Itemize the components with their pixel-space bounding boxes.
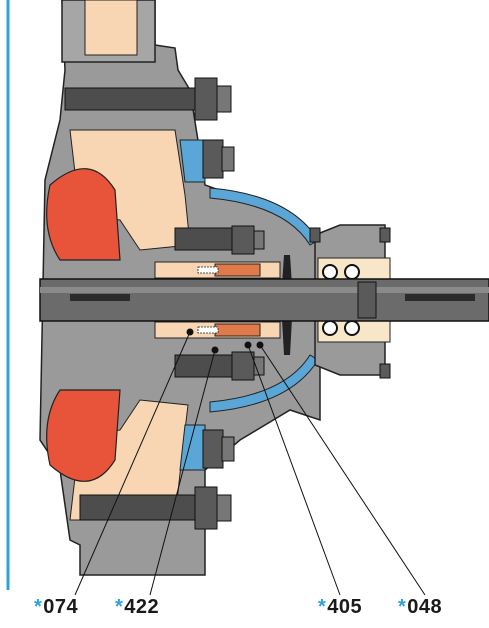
leader-line-074 xyxy=(74,331,191,596)
seal-gland-dome-lower xyxy=(209,354,319,413)
callout-star: * xyxy=(318,596,327,618)
impeller-upper xyxy=(46,168,121,261)
bearing-ball-3 xyxy=(322,320,338,336)
bottom-bolt-thread xyxy=(216,494,232,522)
seal-spring-lower xyxy=(197,326,219,334)
leader-line-405 xyxy=(247,344,341,596)
seal-ring-upper xyxy=(214,263,261,277)
callout-074: *074 xyxy=(34,597,78,617)
gland-bolt-upper-nut xyxy=(231,225,255,255)
callout-star: * xyxy=(34,596,43,618)
blue-ring-upper xyxy=(179,139,206,183)
blue-ring-lower xyxy=(179,424,206,471)
lower-nut-thread xyxy=(221,436,235,462)
callout-code: 074 xyxy=(43,596,79,618)
callout-422: *422 xyxy=(115,597,159,617)
grease-nipple xyxy=(309,227,321,243)
bearing-ball-4 xyxy=(344,320,360,336)
callout-star: * xyxy=(115,596,124,618)
callout-code: 048 xyxy=(407,596,443,618)
gland-bolt-lower xyxy=(174,354,236,378)
seal-spring-upper xyxy=(197,266,219,274)
shaft-highlight xyxy=(40,287,489,293)
callout-048: *048 xyxy=(398,597,442,617)
impeller-lower xyxy=(46,389,121,482)
gland-bolt-lower-nut xyxy=(231,351,255,381)
callout-code: 422 xyxy=(124,596,160,618)
bearing-nut xyxy=(357,281,377,319)
callout-star: * xyxy=(398,596,407,618)
leader-line-048 xyxy=(259,344,426,596)
top-stud-bolt xyxy=(64,87,211,111)
bottom-stud-bolt xyxy=(79,494,211,521)
gland-bolt-upper-thread xyxy=(253,230,265,250)
bearing-ball-1 xyxy=(322,264,338,280)
upper-nut-right xyxy=(202,139,224,179)
leader-line-422 xyxy=(149,349,216,596)
upper-nut-thread xyxy=(221,146,235,172)
top-bolt-nut xyxy=(194,77,218,121)
callout-code: 405 xyxy=(327,596,363,618)
flange-opening xyxy=(84,0,138,56)
shaft-keyway-right xyxy=(405,294,475,301)
lower-nut-right xyxy=(202,429,224,469)
seal-ring-lower xyxy=(214,323,261,337)
housing-bolt-top xyxy=(379,227,391,243)
bottom-bolt-nut xyxy=(194,486,218,530)
callout-405: *405 xyxy=(318,597,362,617)
shaft-keyway-left xyxy=(70,294,130,301)
gland-bolt-upper xyxy=(174,227,236,251)
bearing-ball-2 xyxy=(344,264,360,280)
housing-bolt-bottom xyxy=(379,363,391,379)
top-bolt-thread xyxy=(216,85,232,113)
